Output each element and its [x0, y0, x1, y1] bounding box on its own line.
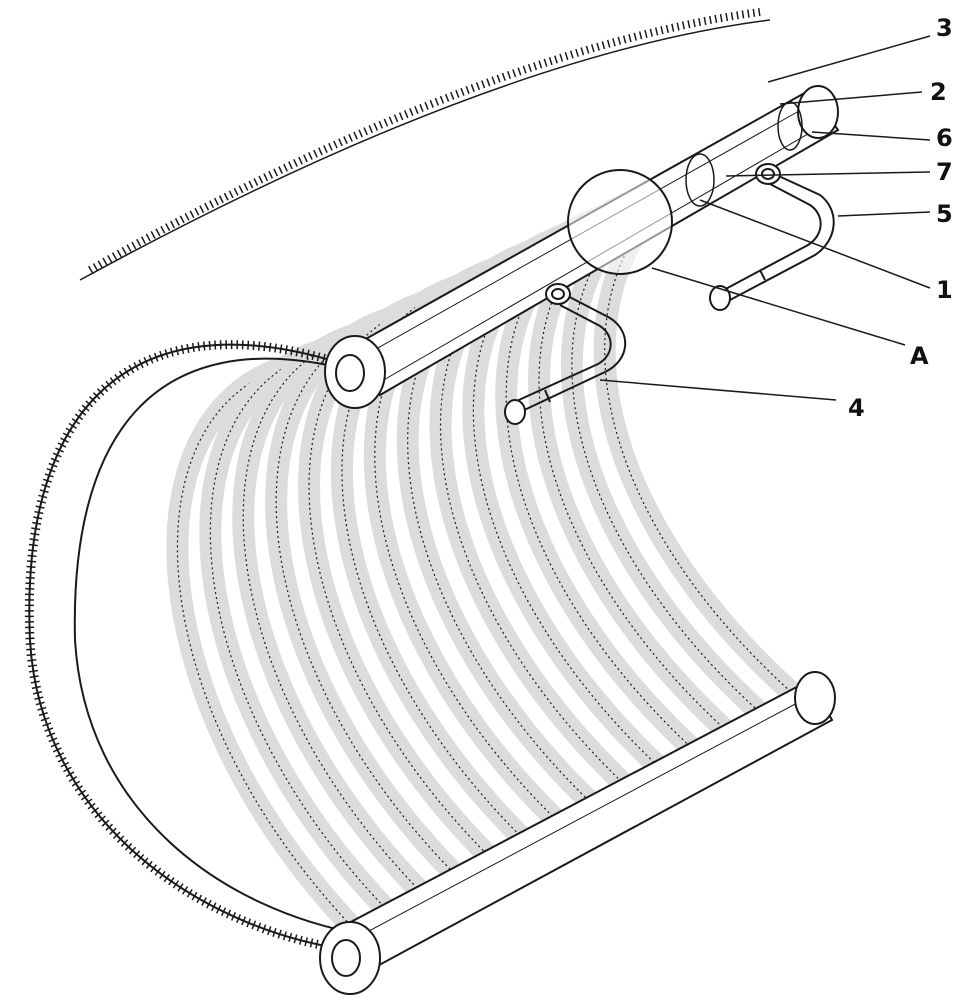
- top-edge-line: [79, 19, 771, 281]
- fin-row-edge: [505, 186, 699, 755]
- fin-row-edge: [242, 324, 432, 900]
- leader-2: [779, 91, 923, 105]
- leader-7: [725, 171, 931, 177]
- label-7: 7: [936, 158, 953, 186]
- top-serration: [88, 8, 761, 274]
- leader-6: [811, 131, 931, 141]
- bottom-header-right-cap: [794, 671, 836, 725]
- outer-frame-band: [28, 343, 366, 951]
- fin-row-edge: [341, 272, 530, 846]
- label-1: 1: [936, 276, 953, 304]
- label-3: 3: [936, 14, 953, 42]
- detail-circle-a: [567, 169, 673, 275]
- u-pipe-5: [709, 163, 835, 311]
- label-5: 5: [936, 200, 953, 228]
- label-a: A: [910, 342, 929, 370]
- leader-1: [699, 199, 931, 289]
- leader-5: [837, 211, 931, 217]
- u-pipe-4: [504, 283, 627, 425]
- header-sleeve-rings: [685, 101, 803, 207]
- leader-3: [767, 35, 931, 83]
- top-header-left-cap: [324, 335, 386, 409]
- fin-edge-ticks: [24, 8, 771, 955]
- leader-4: [599, 379, 837, 401]
- fin-row-edge: [176, 357, 371, 936]
- label-6: 6: [936, 124, 953, 152]
- label-2: 2: [930, 78, 947, 106]
- label-4: 4: [848, 394, 865, 422]
- leader-a: [651, 267, 906, 346]
- fin-array: [166, 124, 808, 943]
- bottom-header-left-cap: [319, 921, 381, 995]
- leader-lines: [599, 35, 931, 401]
- top-header-right-cap: [797, 85, 839, 139]
